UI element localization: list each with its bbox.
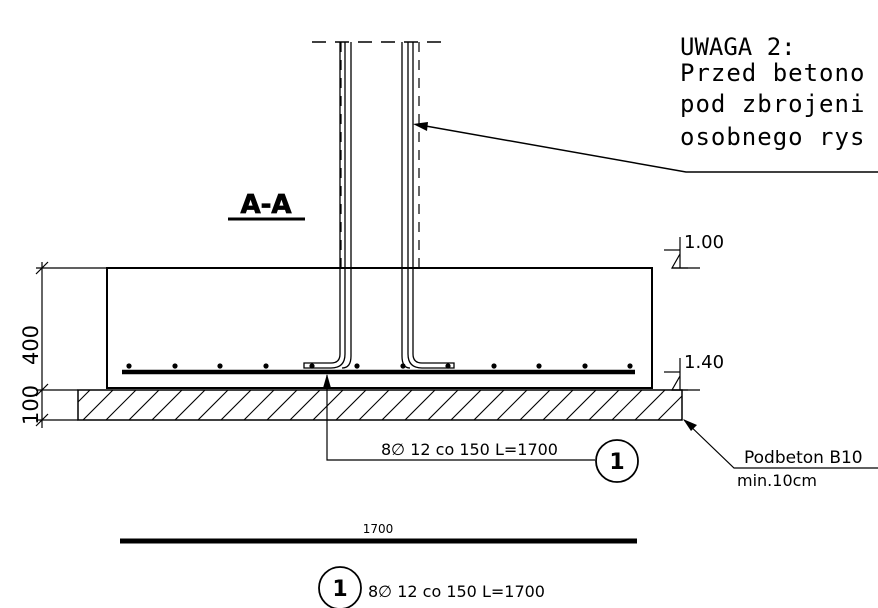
starter-bars: [303, 42, 455, 369]
hatch-line: [105, 390, 137, 420]
rebar-callout-number: 1: [609, 450, 624, 475]
hatch-line: [174, 390, 206, 420]
hatch-line: [243, 390, 275, 420]
hatch-line: [565, 390, 597, 420]
hatch-line: [680, 418, 682, 420]
hatch-line: [151, 390, 183, 420]
section-label: A-A: [228, 190, 305, 221]
hatch-line: [542, 390, 574, 420]
rebar-callout-text: 8∅ 12 co 150 L=1700: [381, 440, 558, 459]
lean-concrete-layer: [77, 389, 734, 421]
hatch-line: [704, 390, 734, 420]
hatch-line: [289, 390, 321, 420]
note-title: UWAGA 2:: [680, 33, 796, 61]
footing-outline: [106, 267, 653, 389]
note-block: UWAGA 2: Przed betono pod zbrojeni osobn…: [680, 33, 865, 151]
bar-length-label: 1700: [363, 522, 394, 536]
dimension-footing-height: 400: [19, 325, 43, 365]
hatch-line: [266, 390, 298, 420]
subbase-label: Podbeton B10: [744, 448, 863, 468]
note-line-2: pod zbrojeni: [680, 90, 865, 118]
hatch-line: [78, 390, 91, 403]
subbase-leader: [683, 419, 878, 469]
note-line-3: osobnego rys: [680, 123, 865, 151]
hatch-line: [496, 390, 528, 420]
section-label-text: A-A: [240, 190, 291, 220]
hatch-line: [611, 390, 643, 420]
column-outline: [340, 42, 420, 268]
level-mark-bottom: [664, 358, 700, 391]
hatch-line: [82, 390, 114, 420]
hatch-line: [427, 390, 459, 420]
hatch-line: [657, 395, 682, 420]
rebar-callout-marker: 1: [595, 439, 639, 483]
hatch-line: [450, 390, 482, 420]
bar-schedule: 1700 1 8∅ 12 co 150 L=1700: [120, 522, 637, 608]
rebar-callout-leader: [323, 374, 595, 461]
subbase-sublabel: min.10cm: [737, 471, 817, 490]
level-mark-top: [664, 237, 700, 269]
dimension-lean-concrete-height: 100: [19, 385, 43, 425]
bar-schedule-text: 8∅ 12 co 150 L=1700: [368, 582, 545, 601]
hatch-line: [473, 390, 505, 420]
hatch-line: [381, 390, 413, 420]
hatch-line: [634, 390, 666, 420]
note-leader: [413, 122, 878, 173]
note-line-1: Przed betono: [680, 59, 865, 87]
hatch-line: [404, 390, 436, 420]
lean-concrete-hatch: [78, 390, 734, 420]
level-bottom-label: 1.40: [684, 352, 724, 373]
hatch-line: [335, 390, 367, 420]
hatch-line: [588, 390, 620, 420]
hatch-line: [519, 390, 551, 420]
hatch-line: [220, 390, 252, 420]
level-top-label: 1.00: [684, 232, 724, 253]
hatch-line: [312, 390, 344, 420]
bar-schedule-number: 1: [332, 577, 347, 602]
hatch-line: [197, 390, 229, 420]
hatch-line: [128, 390, 160, 420]
bar-schedule-marker: [318, 566, 362, 608]
vertical-dimension: [35, 261, 107, 428]
hatch-line: [358, 390, 390, 420]
rebar-dots: [126, 363, 633, 369]
